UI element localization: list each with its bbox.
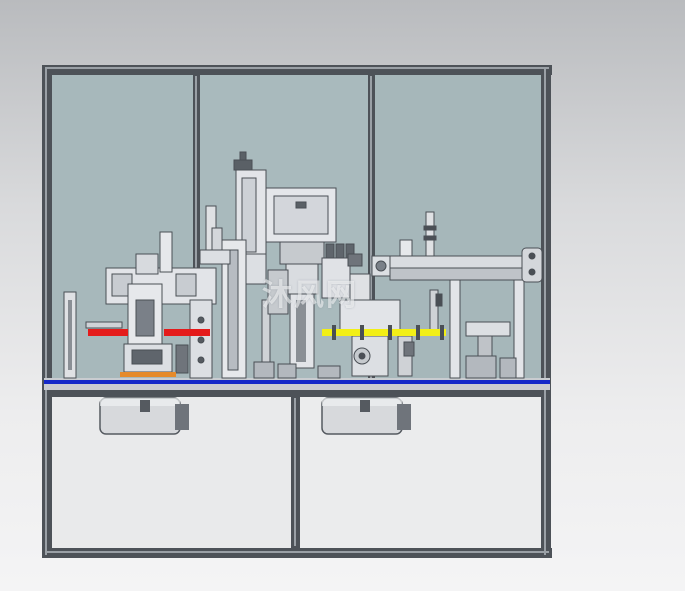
frame-top-beam [42,65,552,75]
yellow-rail [322,329,446,336]
process-head [265,187,363,369]
red-rail-left [88,329,128,336]
red-rail-right [164,329,210,336]
frame-highlights [45,67,549,555]
cylinder-left [99,397,189,435]
cylinder-right [321,397,411,435]
orange-part [120,372,176,377]
frame-lower-rail [52,390,541,397]
table-fixtures [253,355,517,379]
right-station [339,211,543,379]
yellow-rail-clamps [332,325,444,340]
left-station [63,231,217,379]
center-gantry [199,151,271,379]
table-blue-edge [44,380,550,384]
